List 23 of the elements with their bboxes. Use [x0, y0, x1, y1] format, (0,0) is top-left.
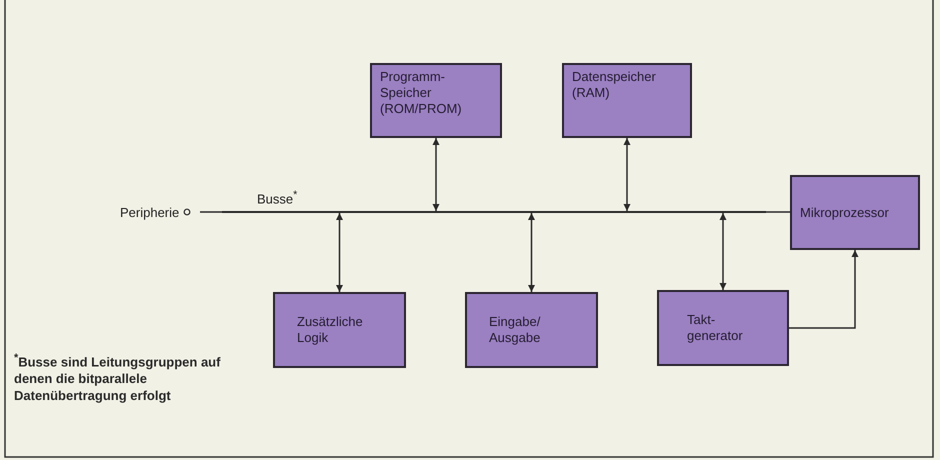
box-label: Datenspeicher (RAM) — [572, 69, 657, 101]
component-box — [790, 175, 920, 250]
connector — [789, 250, 858, 329]
component-box — [370, 63, 502, 138]
peripheral-label: Peripherie — [120, 204, 180, 220]
component-box — [273, 292, 406, 368]
component-box — [562, 63, 692, 138]
bus-label: Busse$^{*}$ — [257, 189, 298, 206]
connector — [528, 213, 535, 292]
component-box — [657, 290, 789, 366]
component-box — [465, 292, 598, 368]
box-label: Zusätzliche Logik — [297, 314, 364, 346]
connector — [720, 213, 726, 290]
footnote: $^{*}$Busse sind Leitungsgruppen auf denen die bitparallele Datenübertragung erfolgt — [14, 351, 222, 404]
connector — [624, 138, 630, 211]
box-label: Mikroprozessor — [800, 204, 890, 220]
connector — [432, 138, 440, 211]
connector — [336, 213, 343, 292]
connector — [766, 211, 790, 213]
box-label: Takt-generator — [687, 312, 744, 344]
connector — [200, 211, 222, 213]
box-label: Programm-Speicher (ROM/PROM) — [380, 69, 463, 117]
box-label: Eingabe/ Ausgabe — [489, 314, 542, 346]
